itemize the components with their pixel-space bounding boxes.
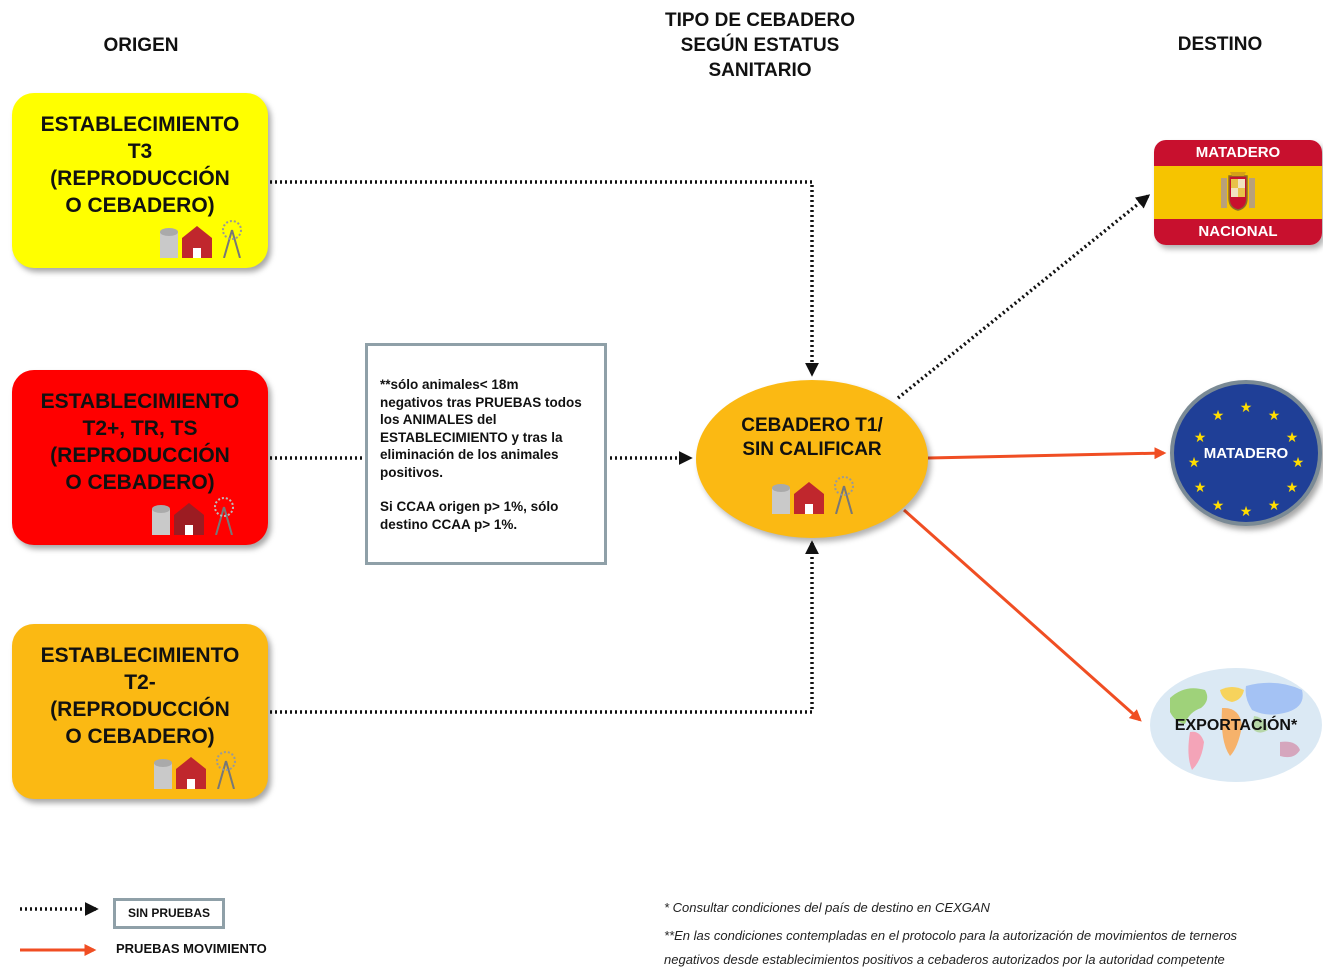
svg-text:★: ★ (1286, 430, 1299, 446)
export-label: EXPORTACIÓN* (1174, 717, 1298, 734)
origin-t2plus-line-4: O CEBADERO) (65, 471, 215, 494)
spain-bottom-label: NACIONAL (1154, 219, 1322, 245)
origin-t3-line-4: O CEBADERO) (65, 194, 215, 217)
dest-matadero-eu: ★ ★ ★ ★ ★ ★ ★ ★ ★ ★ ★ ★ MATADERO (1170, 380, 1322, 526)
svg-text:★: ★ (1240, 400, 1253, 416)
svg-text:★: ★ (1240, 504, 1253, 520)
conditions-note-box: **sólo animales< 18m negativos tras PRUE… (365, 343, 607, 565)
footnote-1: * Consultar condiciones del país de dest… (664, 900, 990, 915)
svg-text:★: ★ (1286, 480, 1299, 496)
note-paragraph-1: **sólo animales< 18m negativos tras PRUE… (380, 376, 598, 481)
eu-label: MATADERO (1203, 445, 1289, 462)
type-header-line-2: SEGÚN ESTATUS (680, 35, 840, 56)
note-line-8: destino CCAA p> 1%. (380, 516, 518, 532)
center-to-eu-arrow (927, 447, 1167, 460)
svg-text:★: ★ (1292, 455, 1305, 471)
origin-t3-line-3: (REPRODUCCIÓN (50, 167, 230, 190)
note-paragraph-2: Si CCAA origen p> 1%, sólo destino CCAA … (380, 498, 598, 533)
origin-t2minus-line-4: O CEBADERO) (65, 725, 215, 748)
spain-coat-of-arms-icon (1221, 172, 1255, 211)
svg-text:★: ★ (1188, 455, 1201, 471)
note-line-4: ESTABLECIMIENTO y tras la (380, 429, 563, 445)
origin-box-t3: ESTABLECIMIENTO T3 (REPRODUCCIÓN O CEBAD… (12, 93, 268, 268)
origin-box-t2plus: ESTABLECIMIENTO T2+, TR, TS (REPRODUCCIÓ… (12, 370, 268, 545)
origin-t2minus-line-1: ESTABLECIMIENTO (40, 644, 240, 667)
origin-t2minus-line-2: T2- (124, 671, 156, 694)
dest-exportacion: EXPORTACIÓN* (1150, 668, 1322, 782)
type-header-line-1: TIPO DE CEBADERO (664, 10, 856, 31)
world-map-icon (1170, 682, 1303, 770)
origin-t2minus-line-3: (REPRODUCCIÓN (50, 698, 230, 721)
eu-stars-icon: ★ ★ ★ ★ ★ ★ ★ ★ ★ ★ ★ ★ (1188, 400, 1305, 520)
center-cebadero-t1: CEBADERO T1/ SIN CALIFICAR (696, 380, 928, 538)
farm-icon (160, 220, 242, 258)
legend-pruebas-movimiento: PRUEBAS MOVIMIENTO (116, 941, 267, 956)
t2minus-to-center-arrow (270, 540, 819, 714)
farm-icon (772, 476, 854, 514)
t3-to-center-arrow (270, 180, 819, 377)
spain-flag-middle (1154, 166, 1322, 219)
destination-header: DESTINO (1177, 34, 1263, 55)
svg-text:★: ★ (1212, 408, 1225, 424)
origin-t3-line-2: T3 (127, 140, 153, 163)
footnote-2: **En las condiciones contempladas en el … (664, 928, 1238, 943)
origin-t2plus-line-1: ESTABLECIMIENTO (40, 390, 240, 413)
type-header-line-3: SANITARIO (708, 60, 812, 81)
farm-icon (152, 497, 234, 535)
origin-t2plus-line-2: T2+, TR, TS (82, 417, 198, 440)
center-line-1: CEBADERO T1/ (741, 415, 883, 436)
svg-text:★: ★ (1268, 498, 1281, 514)
center-to-export-arrow (903, 508, 1142, 722)
svg-text:★: ★ (1212, 498, 1225, 514)
note-line-3: los ANIMALES del (380, 412, 497, 427)
origin-t3-line-1: ESTABLECIMIENTO (40, 113, 240, 136)
svg-text:★: ★ (1268, 408, 1281, 424)
legend-sin-pruebas: SIN PRUEBAS (113, 898, 225, 929)
origin-header: ORIGEN (103, 35, 179, 56)
spain-top-label: MATADERO (1154, 140, 1322, 166)
center-to-spain-arrow (896, 194, 1151, 400)
note-line-5: eliminación de los animales (380, 447, 559, 462)
origin-t2plus-line-3: (REPRODUCCIÓN (50, 444, 230, 467)
note-line-1: **sólo animales< 18m (380, 377, 519, 392)
farm-icon (154, 751, 236, 789)
svg-text:★: ★ (1194, 480, 1207, 496)
dest-matadero-nacional: MATADERO NACIONAL (1154, 140, 1322, 245)
note-line-6: positivos. (380, 464, 444, 480)
origin-box-t2minus: ESTABLECIMIENTO T2- (REPRODUCCIÓN O CEBA… (12, 624, 268, 799)
note-line-2: negativos tras PRUEBAS todos (380, 394, 582, 410)
note-line-7: Si CCAA origen p> 1%, sólo (380, 499, 559, 514)
type-header: TIPO DE CEBADERO SEGÚN ESTATUS SANITARIO (640, 8, 880, 83)
center-line-2: SIN CALIFICAR (742, 439, 882, 460)
svg-text:★: ★ (1194, 430, 1207, 446)
